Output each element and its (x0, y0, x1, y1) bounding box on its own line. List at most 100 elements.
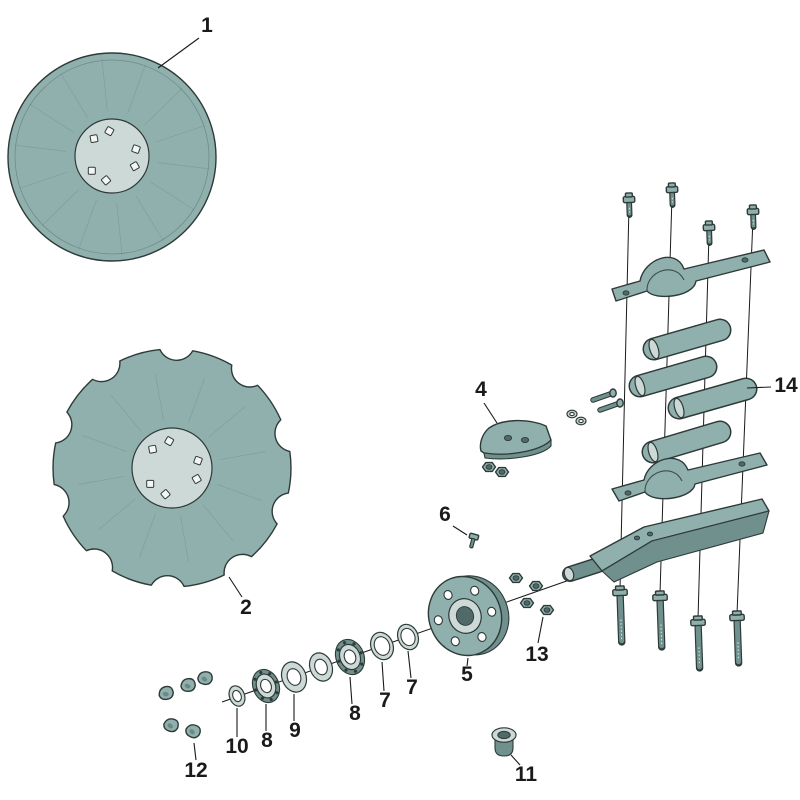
clamp-plate-hole (520, 436, 530, 444)
bottom-bolts (612, 585, 745, 672)
texture-line (157, 162, 210, 170)
square-hole (164, 436, 175, 447)
hex-bolt (746, 204, 760, 230)
arm-front-face (601, 510, 770, 583)
texture-line (19, 171, 69, 189)
label-part11: 11 (515, 763, 538, 786)
hex-nut (494, 466, 510, 478)
bolt-head-top (654, 590, 665, 596)
hub-hole (433, 615, 443, 626)
grease-bolt-shank (469, 537, 476, 549)
label-part14: 14 (774, 374, 798, 397)
square-hole (131, 144, 141, 154)
texture-line (155, 374, 165, 421)
hex-bolt (652, 590, 668, 651)
lug-nut (158, 685, 174, 701)
hub-flange (427, 575, 510, 657)
ball-bearing (334, 638, 366, 676)
axle-arm (562, 498, 770, 583)
bolt-axis-line (736, 217, 754, 615)
square-hole (129, 161, 140, 172)
bushing (491, 727, 517, 757)
texture-line (14, 144, 67, 152)
hex-bolt (612, 585, 628, 646)
lug-nuts (158, 671, 213, 739)
snap-ring (280, 661, 308, 693)
label-part1: 1 (201, 14, 213, 37)
texture-line (216, 484, 262, 501)
leader-part12 (193, 742, 197, 761)
label-part13: 13 (525, 643, 548, 666)
square-hole (191, 474, 202, 484)
square-hole (146, 479, 155, 488)
top-bracket-hole (622, 290, 630, 296)
texture-line (82, 435, 128, 452)
texture-line (150, 181, 195, 211)
square-hole (87, 166, 96, 175)
clamp-plate (479, 419, 552, 460)
leader-part11 (510, 754, 521, 766)
small-screw (597, 398, 624, 413)
texture-line (135, 196, 164, 241)
texture-line (139, 512, 156, 558)
texture-line (188, 378, 205, 424)
seal-ring (308, 652, 334, 682)
hub-bolt-holes (433, 585, 497, 647)
texture-line (78, 475, 125, 485)
hex-bolt (702, 220, 716, 246)
hex-bolt (665, 182, 679, 208)
hub-hole (487, 606, 497, 617)
small-screw (590, 388, 617, 403)
texture-line (101, 59, 108, 112)
square-hole (193, 455, 203, 466)
label-part2: 2 (240, 596, 252, 619)
texture-line (116, 202, 123, 255)
square-hole (104, 126, 115, 137)
hex-nut (481, 461, 497, 473)
square-hole (148, 444, 157, 454)
square-hole (89, 134, 99, 143)
label-part4: 4 (475, 378, 487, 401)
lower-clamp-bracket (611, 452, 768, 502)
top-bracket-arch (646, 269, 685, 292)
arm-hole (646, 531, 654, 537)
hex-nut (539, 604, 555, 616)
label-part6: 6 (439, 503, 451, 526)
hub-hole (470, 585, 480, 596)
lower-bracket-hole (738, 461, 746, 467)
hex-nuts (481, 461, 555, 616)
leader-part13 (537, 616, 544, 644)
bolt-head-top (748, 204, 758, 210)
label-part10: 10 (225, 735, 248, 758)
bolt-head-top (692, 615, 703, 621)
bolt-head-top (624, 192, 634, 198)
grease-bolt (468, 532, 480, 549)
top-bracket-hole (741, 257, 749, 263)
top-bracket-face (611, 249, 771, 302)
square-hole (160, 489, 171, 500)
texture-line (219, 451, 266, 461)
hex-nut (528, 580, 544, 592)
lower-bracket-arch (644, 470, 683, 493)
bushing-bore (497, 730, 511, 740)
axle-stub (563, 558, 605, 581)
label-part8-right: 8 (349, 702, 361, 725)
ball-bearing (251, 668, 281, 704)
texture-line (144, 88, 183, 126)
lug-nut (163, 718, 179, 733)
bolt-head-top (614, 585, 625, 591)
hex-bolt (729, 610, 745, 667)
texture-line (98, 498, 136, 530)
clamp-plate-edge (483, 439, 552, 460)
spacer-cylinders (628, 318, 758, 464)
bolt-head-top (731, 610, 742, 616)
screw-head (616, 398, 624, 408)
lug-nut (197, 671, 213, 686)
texture-line (60, 73, 89, 118)
shim-ring (396, 623, 420, 651)
bolt-axis-line (619, 205, 630, 590)
axle-stub-end (563, 566, 575, 582)
leader-part4 (483, 402, 498, 424)
leader-part14 (746, 386, 772, 389)
